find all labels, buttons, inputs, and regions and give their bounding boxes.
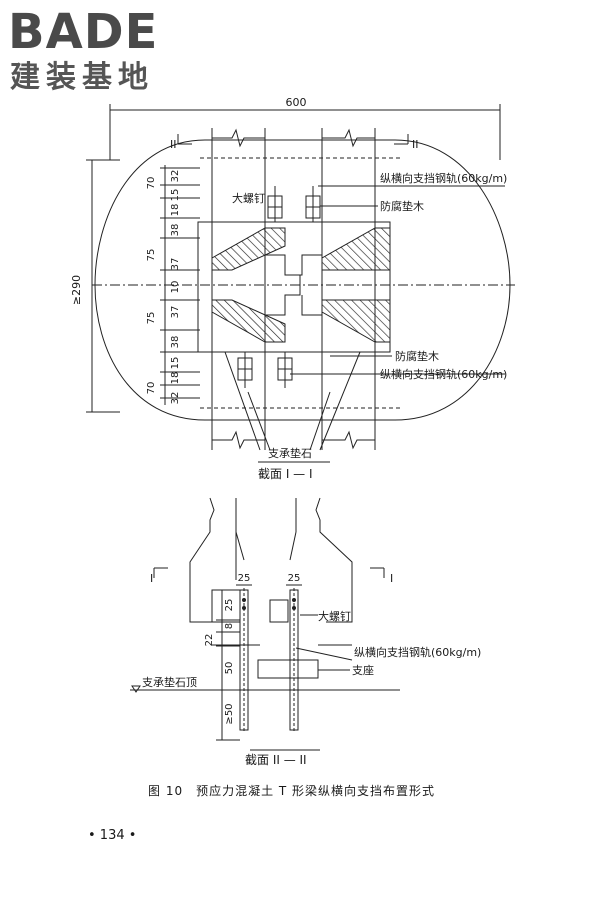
s2-label-stone-top: 支承垫石顶 bbox=[142, 675, 197, 689]
s2-label-rail: 纵横向支挡钢轨(60kg/m) bbox=[354, 645, 481, 659]
dim-290: ≥290 bbox=[70, 275, 83, 305]
dim-32-bottom: 32 bbox=[170, 392, 181, 405]
dim-600: 600 bbox=[286, 96, 307, 109]
s2-dim-25-left: 25 bbox=[238, 573, 251, 584]
section-2-view bbox=[130, 497, 400, 751]
label-anticorr-pad-top: 防腐垫木 bbox=[380, 199, 424, 213]
dim-70-bottom: 70 bbox=[146, 382, 157, 395]
logo-subtitle: 建装基地 bbox=[10, 60, 154, 95]
s2-label-section-2: 截面 II — II bbox=[245, 753, 307, 767]
s2-dim-50: 50 bbox=[224, 662, 235, 675]
mark-I-left: I bbox=[150, 572, 153, 585]
section-1-view bbox=[86, 104, 515, 463]
dim-37-a: 37 bbox=[170, 258, 181, 271]
dim-75-b: 75 bbox=[146, 312, 157, 325]
s2-dim-25-v: 25 bbox=[224, 599, 235, 612]
mark-II-right: II bbox=[412, 138, 419, 151]
dim-32-top: 32 bbox=[170, 170, 181, 183]
dim-38-b: 38 bbox=[170, 336, 181, 349]
dim-18-b: 18 bbox=[170, 372, 181, 385]
s2-dim-50-min: ≥50 bbox=[224, 703, 235, 724]
label-section-1: 截面 I — I bbox=[258, 467, 313, 481]
dim-15-b: 15 bbox=[170, 357, 181, 370]
label-big-bolt: 大螺钉 bbox=[232, 191, 265, 205]
dim-10: 10 bbox=[170, 281, 181, 294]
dim-75-a: 75 bbox=[146, 249, 157, 262]
mark-II-left: II bbox=[170, 138, 177, 151]
brand-logo: BADE 建装基地 bbox=[8, 8, 178, 98]
label-rail-bottom: 纵横向支挡钢轨(60kg/m) bbox=[380, 367, 507, 381]
dim-70-top: 70 bbox=[146, 177, 157, 190]
s2-label-big-bolt: 大螺钉 bbox=[318, 609, 351, 623]
label-rail-top: 纵横向支挡钢轨(60kg/m) bbox=[380, 171, 507, 185]
dim-18-a: 18 bbox=[170, 204, 181, 217]
figure-caption: 图 10 预应力混凝土 T 形梁纵横向支挡布置形式 bbox=[148, 784, 436, 798]
s2-dim-8: 8 bbox=[224, 623, 235, 629]
dim-38-a: 38 bbox=[170, 224, 181, 237]
s2-label-support: 支座 bbox=[352, 663, 374, 677]
page-number: • 134 • bbox=[88, 828, 137, 843]
s2-dim-25-right: 25 bbox=[288, 573, 301, 584]
logo-brand: BADE bbox=[8, 4, 159, 60]
dim-15-a: 15 bbox=[170, 189, 181, 202]
label-anticorr-pad-bottom: 防腐垫木 bbox=[395, 349, 439, 363]
s2-dim-22: 22 bbox=[204, 634, 215, 647]
dim-37-b: 37 bbox=[170, 306, 181, 319]
label-bearing-stone: 支承垫石 bbox=[268, 446, 312, 460]
mark-I-right: I bbox=[390, 572, 393, 585]
